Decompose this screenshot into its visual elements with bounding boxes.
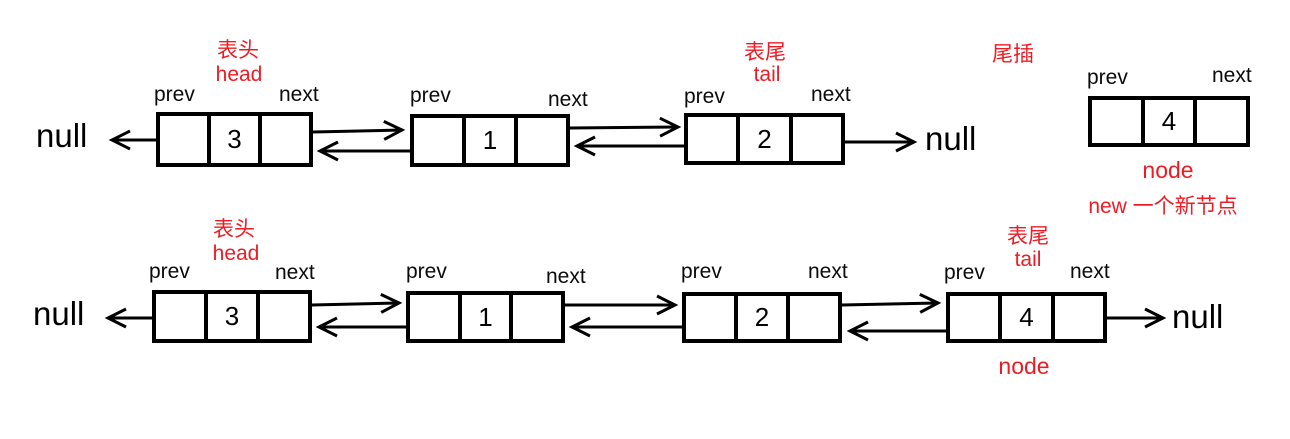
new-node-caption: node <box>1142 157 1194 183</box>
row1-n3-next-label: next <box>279 83 319 106</box>
row1-n2-prev-label: prev <box>684 85 725 108</box>
row2-node-2: 2 <box>682 292 842 343</box>
row2-head-label-cn: 表头 <box>213 218 255 241</box>
row1-null-left: null <box>36 117 88 154</box>
row1-node-1: 1 <box>410 114 570 167</box>
next-pointer-cell <box>518 118 566 163</box>
row2-n3-prev-label: prev <box>149 260 190 283</box>
value-cell: 1 <box>462 295 514 339</box>
row2-node-1: 1 <box>406 291 565 343</box>
row2-n3-next-label: next <box>275 261 315 284</box>
row2-n1-next-label: next <box>546 265 586 288</box>
next-pointer-cell <box>262 116 309 163</box>
row2-n4-next-label: next <box>1070 260 1110 283</box>
next-pointer-cell <box>793 117 841 161</box>
tail-insert-annotation: 尾插 <box>992 43 1034 66</box>
new-node-next-label: next <box>1212 64 1252 87</box>
row1-null-right: null <box>925 120 977 157</box>
next-pointer-cell <box>513 295 561 339</box>
row1-n3-next-to-n1-arrow <box>312 120 406 141</box>
next-pointer-cell <box>1055 296 1103 339</box>
value-cell: 3 <box>208 294 260 339</box>
row2-node-4: 4 <box>946 292 1107 343</box>
row2-node-3: 3 <box>152 290 312 343</box>
row1-n2-next-label: next <box>811 83 851 106</box>
row2-node-caption: node <box>998 353 1050 379</box>
row1-n1-next-to-n2-arrow <box>569 116 682 138</box>
prev-pointer-cell <box>410 295 462 339</box>
value-cell: 3 <box>211 116 262 163</box>
value-cell: 2 <box>740 117 793 161</box>
row1-node-3: 3 <box>156 112 313 167</box>
row1-head-label-cn: 表头 <box>217 39 259 62</box>
prev-pointer-cell <box>950 296 1003 339</box>
row2-n2-next-to-n4-arrow <box>841 293 942 314</box>
row2-head-label-en: head <box>212 242 260 265</box>
value-cell: 2 <box>738 296 790 339</box>
prev-pointer-cell <box>688 117 741 161</box>
value-cell: 4 <box>1145 100 1198 143</box>
row1-tail-label-cn: 表尾 <box>744 41 786 64</box>
row1-tail-label-en: tail <box>753 63 781 86</box>
row2-n2-prev-label: prev <box>681 260 722 283</box>
prev-pointer-cell <box>414 118 466 163</box>
row2-null-left: null <box>33 295 85 332</box>
value-cell: 1 <box>466 118 518 163</box>
new-node-prev-label: prev <box>1087 66 1128 89</box>
next-pointer-cell <box>260 294 308 339</box>
next-pointer-cell <box>790 296 838 339</box>
new-node-note: new 一个新节点 <box>1088 195 1238 218</box>
row2-tail-label-cn: 表尾 <box>1007 225 1049 248</box>
prev-pointer-cell <box>686 296 738 339</box>
row2-n1-prev-label: prev <box>406 260 447 283</box>
row1-head-label-en: head <box>215 63 263 86</box>
new-node-4: 4 <box>1088 96 1250 147</box>
prev-pointer-cell <box>160 116 211 163</box>
row1-node-2: 2 <box>684 113 845 165</box>
row2-tail-label-en: tail <box>1014 248 1042 271</box>
row1-n1-next-label: next <box>548 88 588 111</box>
row2-null-right: null <box>1172 298 1224 335</box>
value-cell: 4 <box>1002 296 1055 339</box>
prev-pointer-cell <box>156 294 208 339</box>
row2-n3-next-to-n1-arrow <box>311 293 403 314</box>
next-pointer-cell <box>1197 100 1246 143</box>
prev-pointer-cell <box>1092 100 1145 143</box>
row1-n1-prev-label: prev <box>410 84 451 107</box>
row2-n4-prev-label: prev <box>944 261 985 284</box>
row1-n3-prev-label: prev <box>154 83 195 106</box>
row2-n2-next-label: next <box>808 260 848 283</box>
